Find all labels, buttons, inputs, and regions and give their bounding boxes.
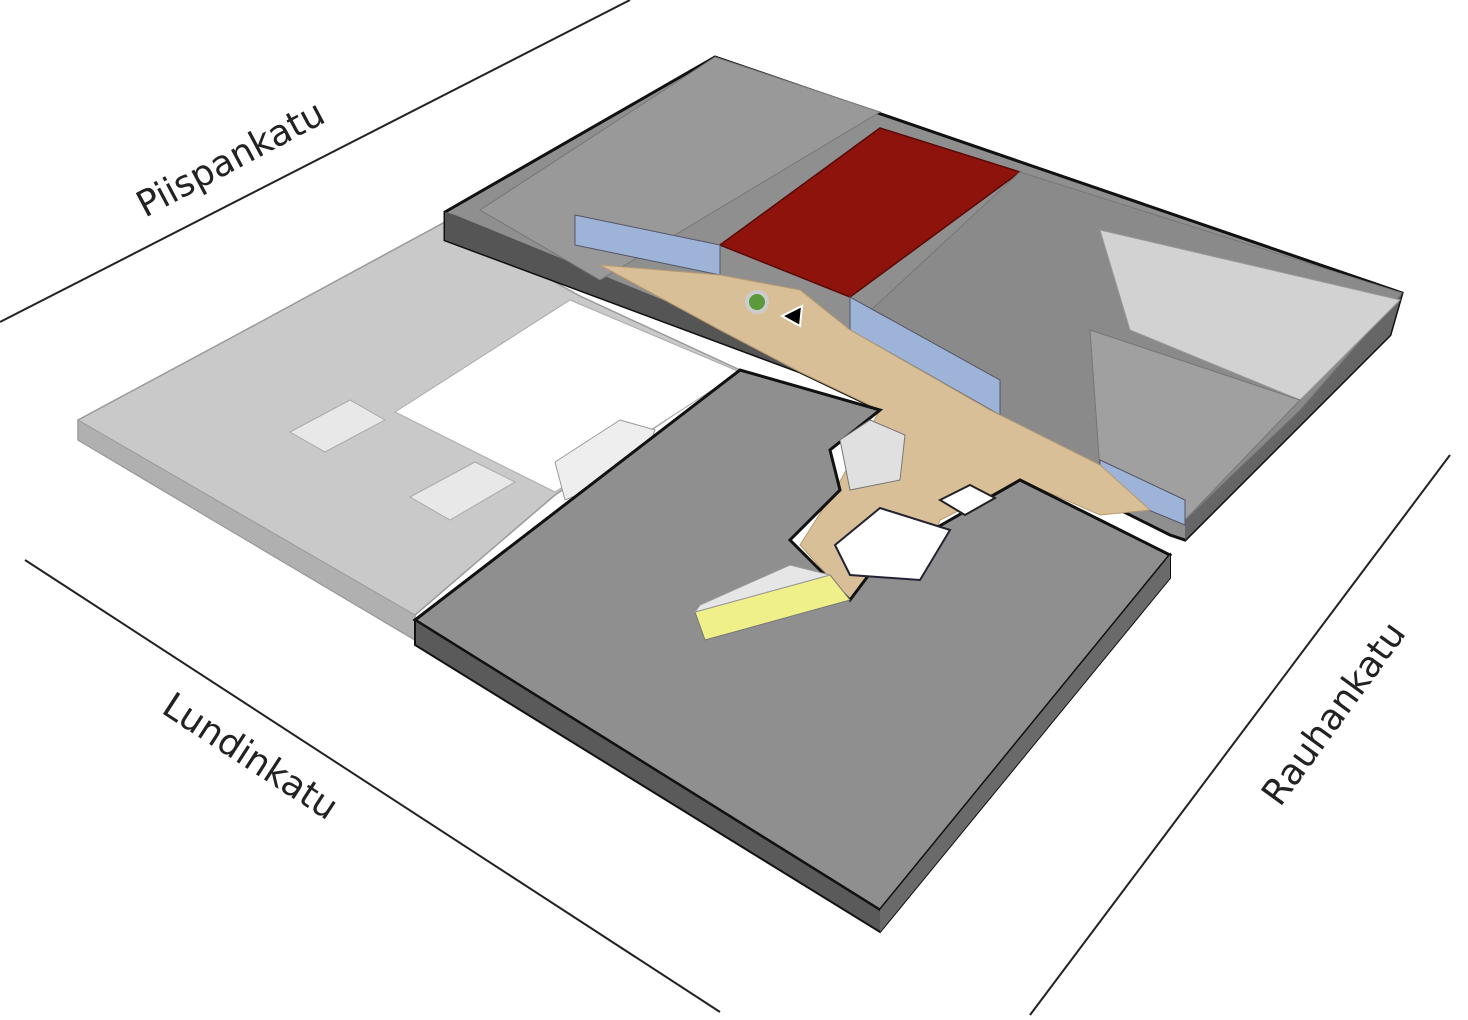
street-label-rauhankatu: Rauhankatu (1254, 614, 1414, 813)
you-are-here-arrow-icon (779, 304, 804, 328)
atrium-void (833, 506, 952, 582)
street-line-piispankatu (0, 0, 631, 323)
street-label-piispankatu: Piispankatu (130, 93, 332, 226)
street-line-rauhankatu (1029, 454, 1451, 1016)
street-line-lundinkatu (24, 559, 721, 1013)
north-block (443, 55, 1404, 542)
west-wing (77, 221, 742, 642)
south-block (412, 368, 1173, 934)
plant-icon (745, 290, 769, 314)
